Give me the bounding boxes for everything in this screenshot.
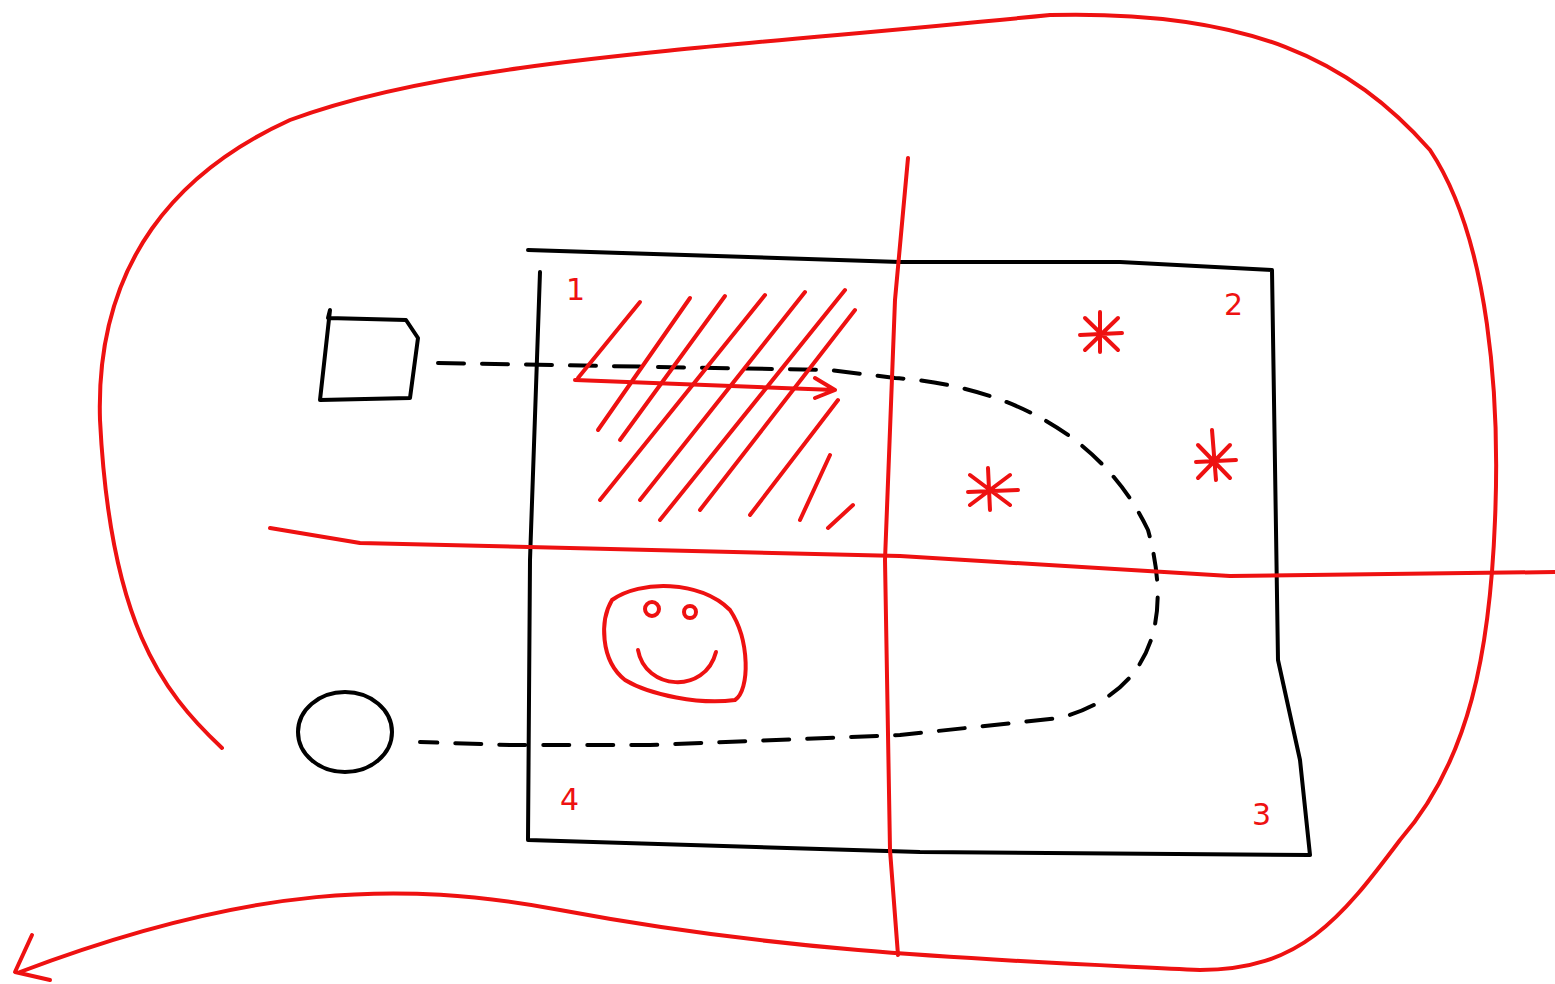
smiley-face bbox=[604, 586, 746, 701]
callout-number: 1 bbox=[566, 275, 585, 305]
vertical-divider bbox=[885, 158, 908, 955]
square-shape bbox=[320, 310, 418, 400]
grid-frame bbox=[528, 250, 1310, 855]
hatch-arrow bbox=[575, 378, 835, 398]
horizontal-divider bbox=[270, 528, 1555, 576]
asterisk bbox=[968, 312, 1236, 510]
callout-number: 2 bbox=[1224, 290, 1243, 320]
circle-shape bbox=[298, 692, 392, 772]
arrow-head bbox=[15, 935, 50, 980]
callout-number: 3 bbox=[1252, 800, 1271, 830]
callout-number: 4 bbox=[560, 785, 579, 815]
hatching bbox=[578, 290, 855, 528]
outer-loop-arrow bbox=[20, 15, 1496, 972]
